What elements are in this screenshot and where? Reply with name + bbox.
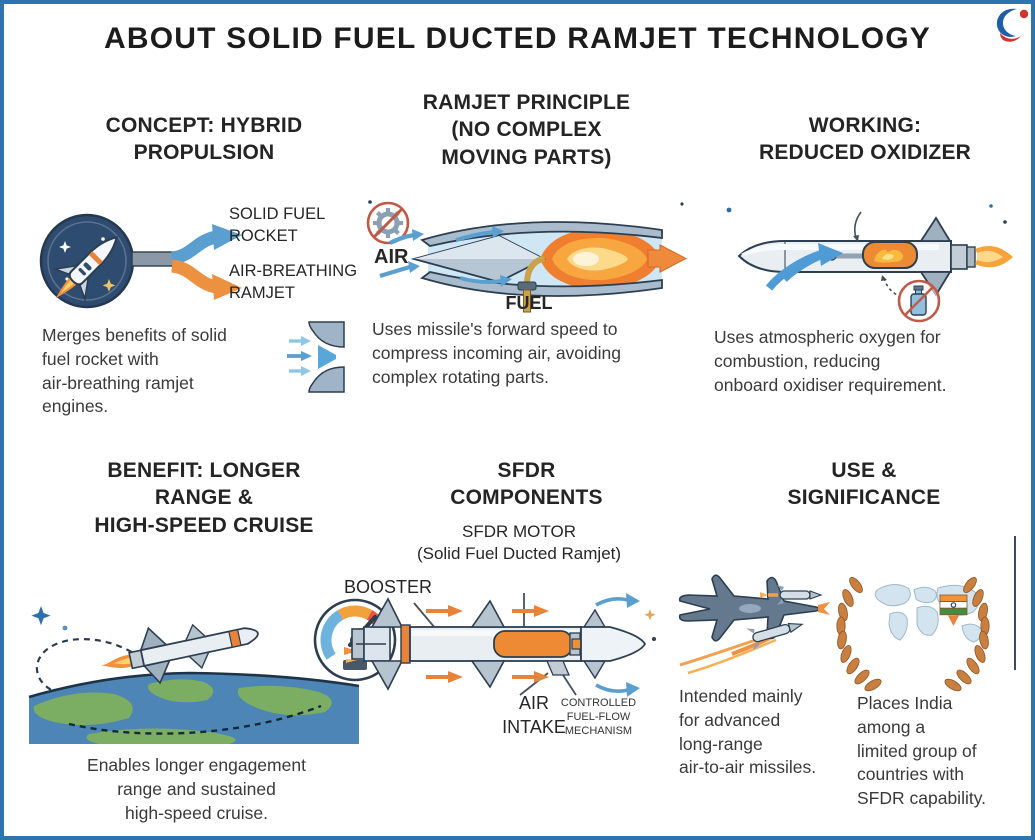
divider-line [1014, 536, 1016, 670]
arrow-label-air-breathing-ramjet: AIR-BREATHING RAMJET [229, 262, 358, 302]
sfdr-missile-diagram [344, 579, 669, 731]
split-arrow-icon [131, 209, 252, 309]
panel-use: USE & SIGNIFICANCE [669, 449, 1029, 834]
laurel-globe-icon [822, 562, 1004, 702]
page-title: ABOUT SOLID FUEL DUCTED RAMJET TECHNOLOG… [104, 22, 931, 55]
panel-ramjet: RAMJET PRINCIPLE (NO COMPLEX MOVING PART… [364, 89, 689, 419]
use-body-left: Intended mainly for advanced long-range … [679, 686, 817, 778]
panel-sfdr: SFDR COMPONENTS SFDR MOTOR (Solid Fuel D… [344, 449, 669, 754]
brand-logo-icon [993, 7, 1029, 51]
use-heading: USE & SIGNIFICANCE [787, 459, 941, 510]
india-flag-icon [939, 594, 968, 626]
panel-working: WORKING: REDUCED OXIDIZER [704, 104, 1026, 414]
ramjet-body: Uses missile's forward speed to compress… [372, 319, 622, 387]
ramjet-diagram [364, 196, 689, 324]
working-body: Uses atmospheric oxygen for combustion, … [714, 327, 947, 395]
use-body-right: Places India among a limited group of co… [857, 693, 987, 809]
panel-concept: CONCEPT: HYBRID PROPULSION [34, 104, 369, 439]
air-label: AIR [374, 246, 409, 268]
booster-label: BOOSTER [344, 577, 433, 597]
sfdr-heading: SFDR COMPONENTS [450, 459, 603, 510]
ramjet-heading: RAMJET PRINCIPLE (NO COMPLEX MOVING PART… [422, 91, 631, 169]
aa-missile-icon-2 [746, 622, 804, 651]
no-gear-icon [366, 201, 410, 245]
nozzle-icon [287, 320, 347, 394]
arrow-label-solid-fuel-rocket: SOLID FUEL ROCKET [229, 205, 326, 245]
benefit-heading: BENEFIT: LONGER RANGE & HIGH-SPEED CRUIS… [94, 459, 314, 537]
fighter-jet-icon [672, 567, 830, 685]
concept-body: Merges benefits of solid fuel rocket wit… [42, 325, 227, 417]
working-heading: WORKING: REDUCED OXIDIZER [758, 114, 972, 165]
fuel-label: FUEL [505, 293, 553, 313]
rocket-badge-icon [37, 207, 137, 315]
aa-missile-icon [760, 585, 823, 605]
panel-benefit: BENEFIT: LONGER RANGE & HIGH-SPEED CRUIS… [28, 449, 364, 834]
fuel-flow-label: CONTROLLED FUEL-FLOW MECHANISM [560, 697, 637, 737]
air-intake-label: AIR INTAKE [502, 693, 566, 737]
no-oxidizer-icon [897, 279, 941, 323]
missile-cutaway-illustration [719, 194, 1014, 329]
benefit-body: Enables longer engagement range and sust… [87, 755, 306, 823]
sfdr-motor-label: SFDR MOTOR (Solid Fuel Ducted Ramjet) [416, 522, 622, 564]
cruise-missile-icon [101, 623, 259, 685]
earth-missile-illustration [28, 566, 360, 744]
concept-heading: CONCEPT: HYBRID PROPULSION [105, 114, 303, 165]
rocket-icon [52, 235, 119, 302]
